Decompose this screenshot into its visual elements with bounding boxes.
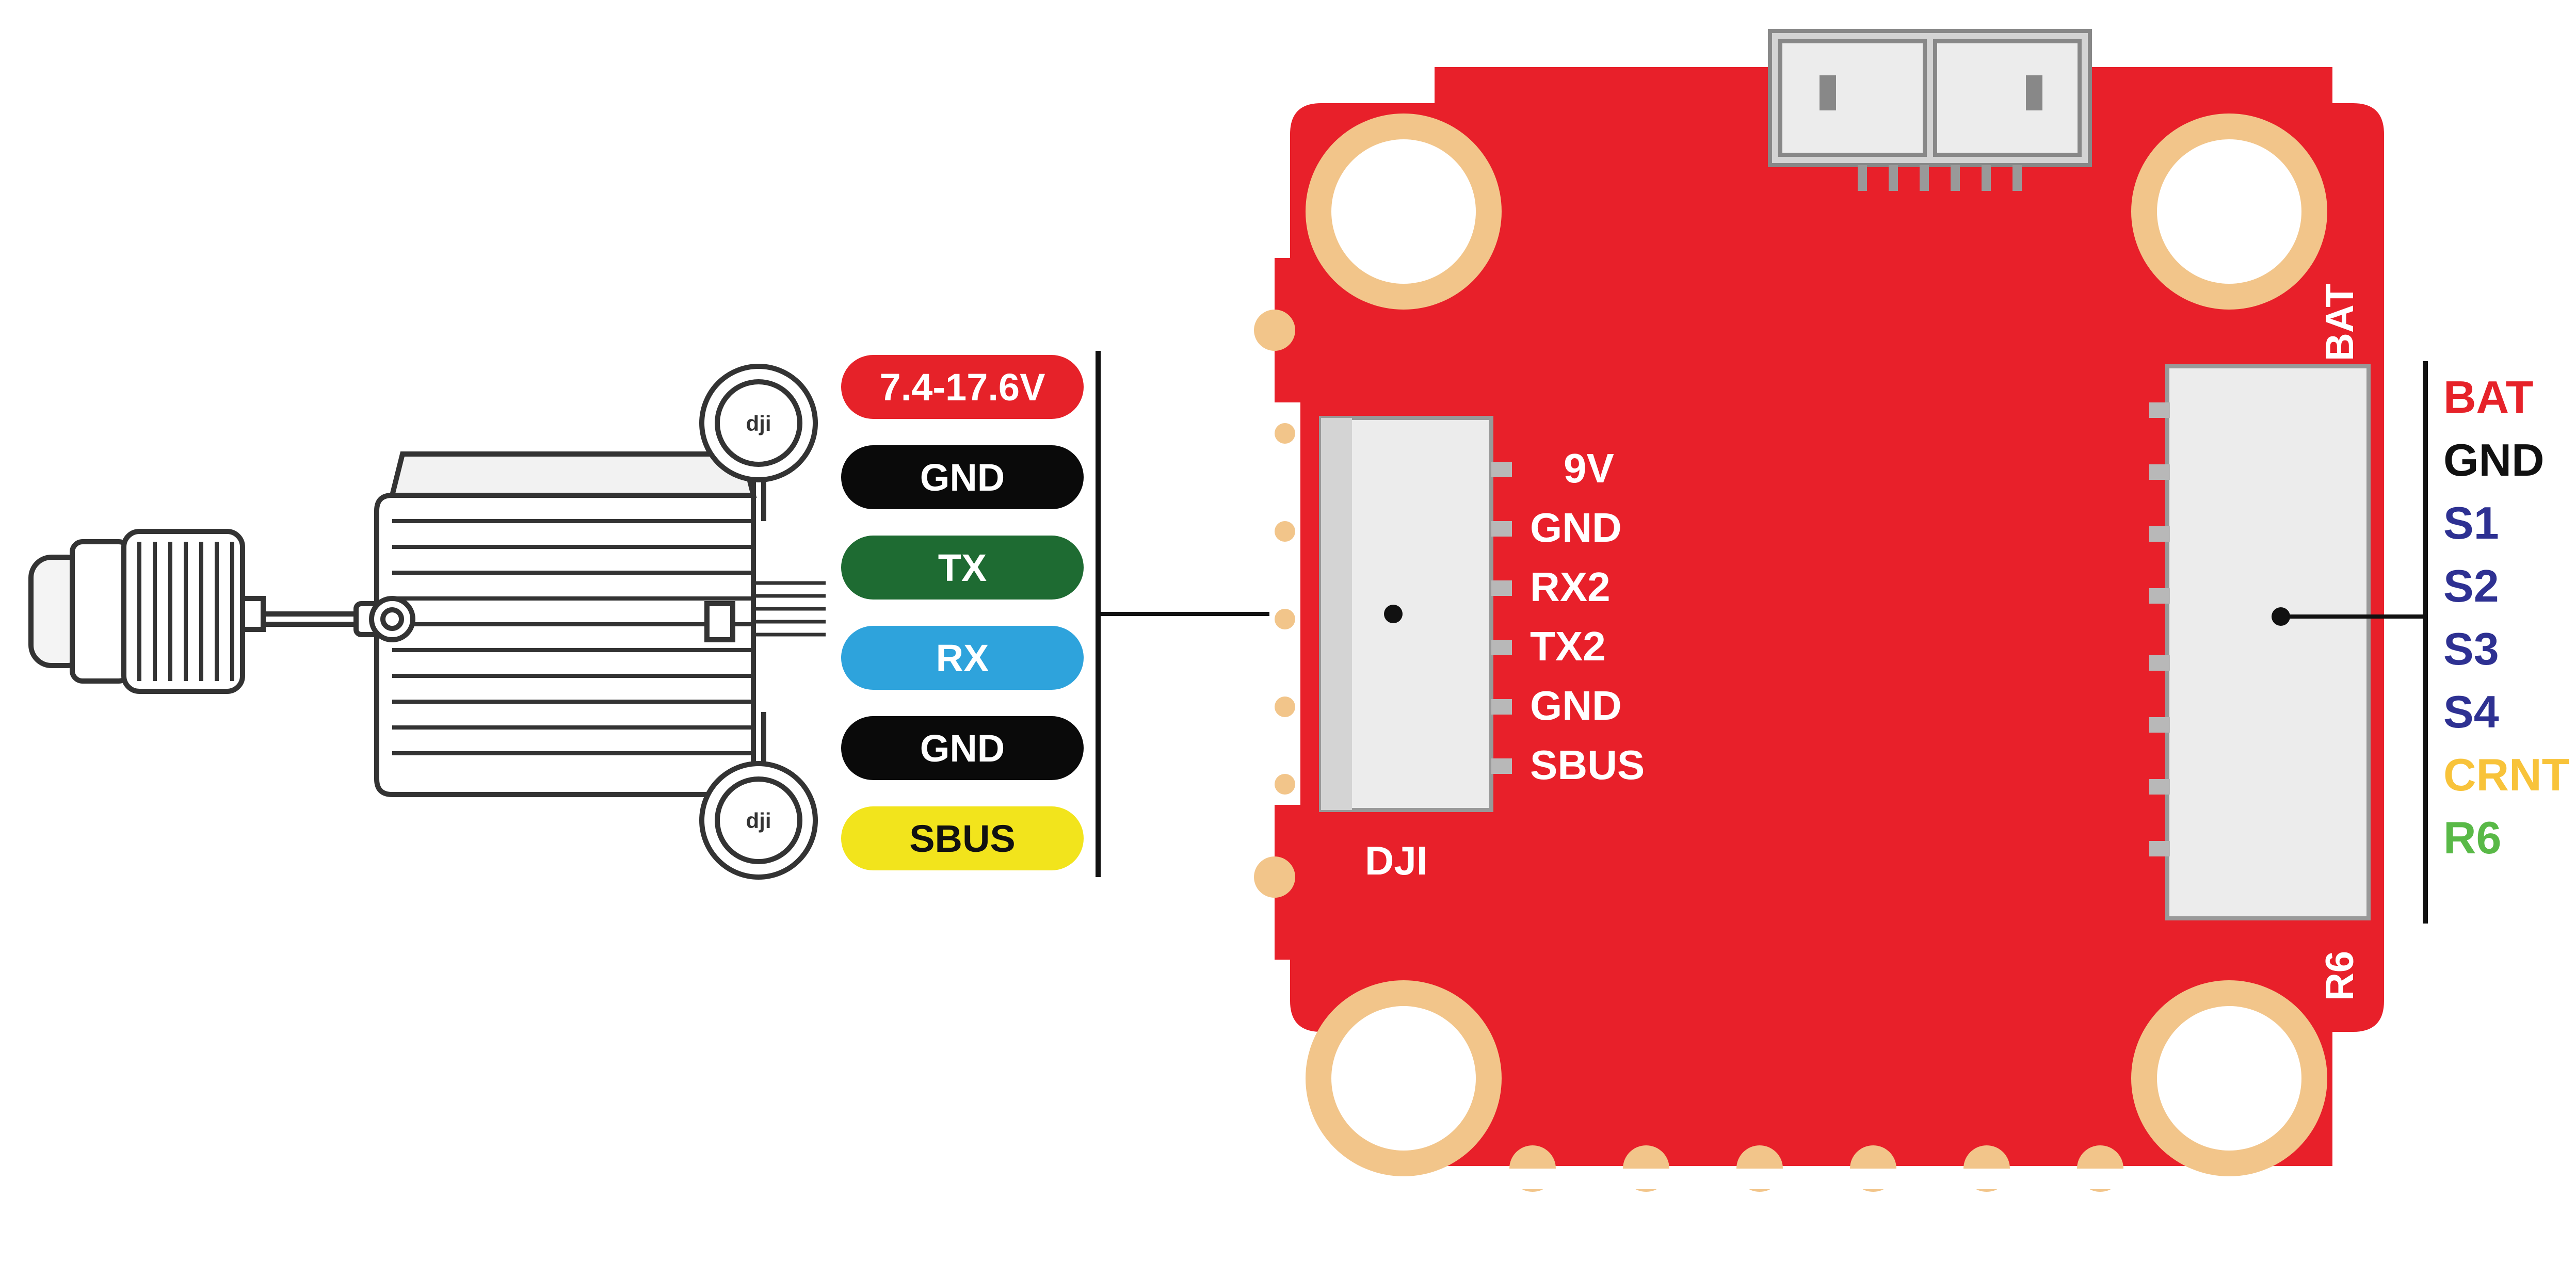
antenna-top: dji	[699, 364, 818, 521]
dji-connector-dot	[1384, 605, 1403, 623]
edge-pads-left	[1254, 310, 1300, 898]
dji-port-name: DJI	[1365, 838, 1427, 883]
right-connector	[2149, 364, 2371, 920]
mount-hole-bl	[1306, 980, 1502, 1176]
vtx-pin-pill: RX	[841, 626, 1084, 690]
pill-background	[841, 536, 1084, 600]
dji-connector	[1319, 416, 1512, 812]
dji-pin-label: 9V	[1564, 445, 1614, 491]
pill-label: GND	[920, 727, 1005, 770]
antenna-bottom: dji	[699, 712, 818, 880]
mount-hole-tl	[1306, 114, 1502, 310]
vtx-pin-pill: TX	[841, 536, 1084, 600]
vtx-body	[369, 451, 757, 797]
pill-label: RX	[936, 637, 989, 679]
right-pin-label: BAT	[2443, 371, 2533, 423]
dji-pin-label: TX2	[1530, 623, 1606, 669]
vtx-device: dji dji	[28, 364, 826, 880]
ribbon-cable	[753, 581, 826, 637]
right-pin-label: GND	[2443, 434, 2545, 485]
pill-label: TX	[938, 546, 987, 589]
dji-pin-label: SBUS	[1530, 742, 1645, 788]
pill-label: 7.4-17.6V	[880, 366, 1045, 409]
right-pin-label: S1	[2443, 497, 2499, 548]
pill-background	[841, 716, 1084, 780]
dji-pin-label: RX2	[1530, 564, 1611, 610]
mount-hole-tr	[2131, 114, 2327, 310]
pill-background	[841, 445, 1084, 509]
dji-pin-label: GND	[1530, 683, 1622, 728]
pill-background	[841, 355, 1084, 419]
board-r6-label: R6	[2318, 951, 2362, 1001]
mount-hole-br	[2131, 980, 2327, 1176]
board-bat-label: BAT	[2318, 283, 2362, 361]
pill-label: GND	[920, 456, 1005, 499]
vtx-pin-pill: GND	[841, 445, 1084, 509]
right-pin-label: S4	[2443, 686, 2499, 737]
pill-background	[841, 626, 1084, 690]
camera-lens	[28, 529, 266, 694]
pill-background	[841, 806, 1084, 870]
vtx-pin-pill: 7.4-17.6V	[841, 355, 1084, 419]
top-connector	[1768, 29, 2092, 191]
svg-text:dji: dji	[746, 411, 771, 435]
right-pin-label: CRNT	[2443, 749, 2569, 800]
vtx-pin-pill: GND	[841, 716, 1084, 780]
pill-label: SBUS	[909, 817, 1016, 860]
vtx-pin-pill: SBUS	[841, 806, 1084, 870]
edge-pads-bottom	[1496, 1145, 2136, 1192]
right-pin-label: R6	[2443, 812, 2502, 863]
right-pin-label: S2	[2443, 560, 2499, 611]
vtx-pin-labels: 7.4-17.6V GND TX RX GND SBUS	[841, 355, 1084, 870]
right-pin-label: S3	[2443, 623, 2499, 674]
svg-text:dji: dji	[746, 808, 771, 833]
dji-pin-label: GND	[1530, 505, 1622, 550]
